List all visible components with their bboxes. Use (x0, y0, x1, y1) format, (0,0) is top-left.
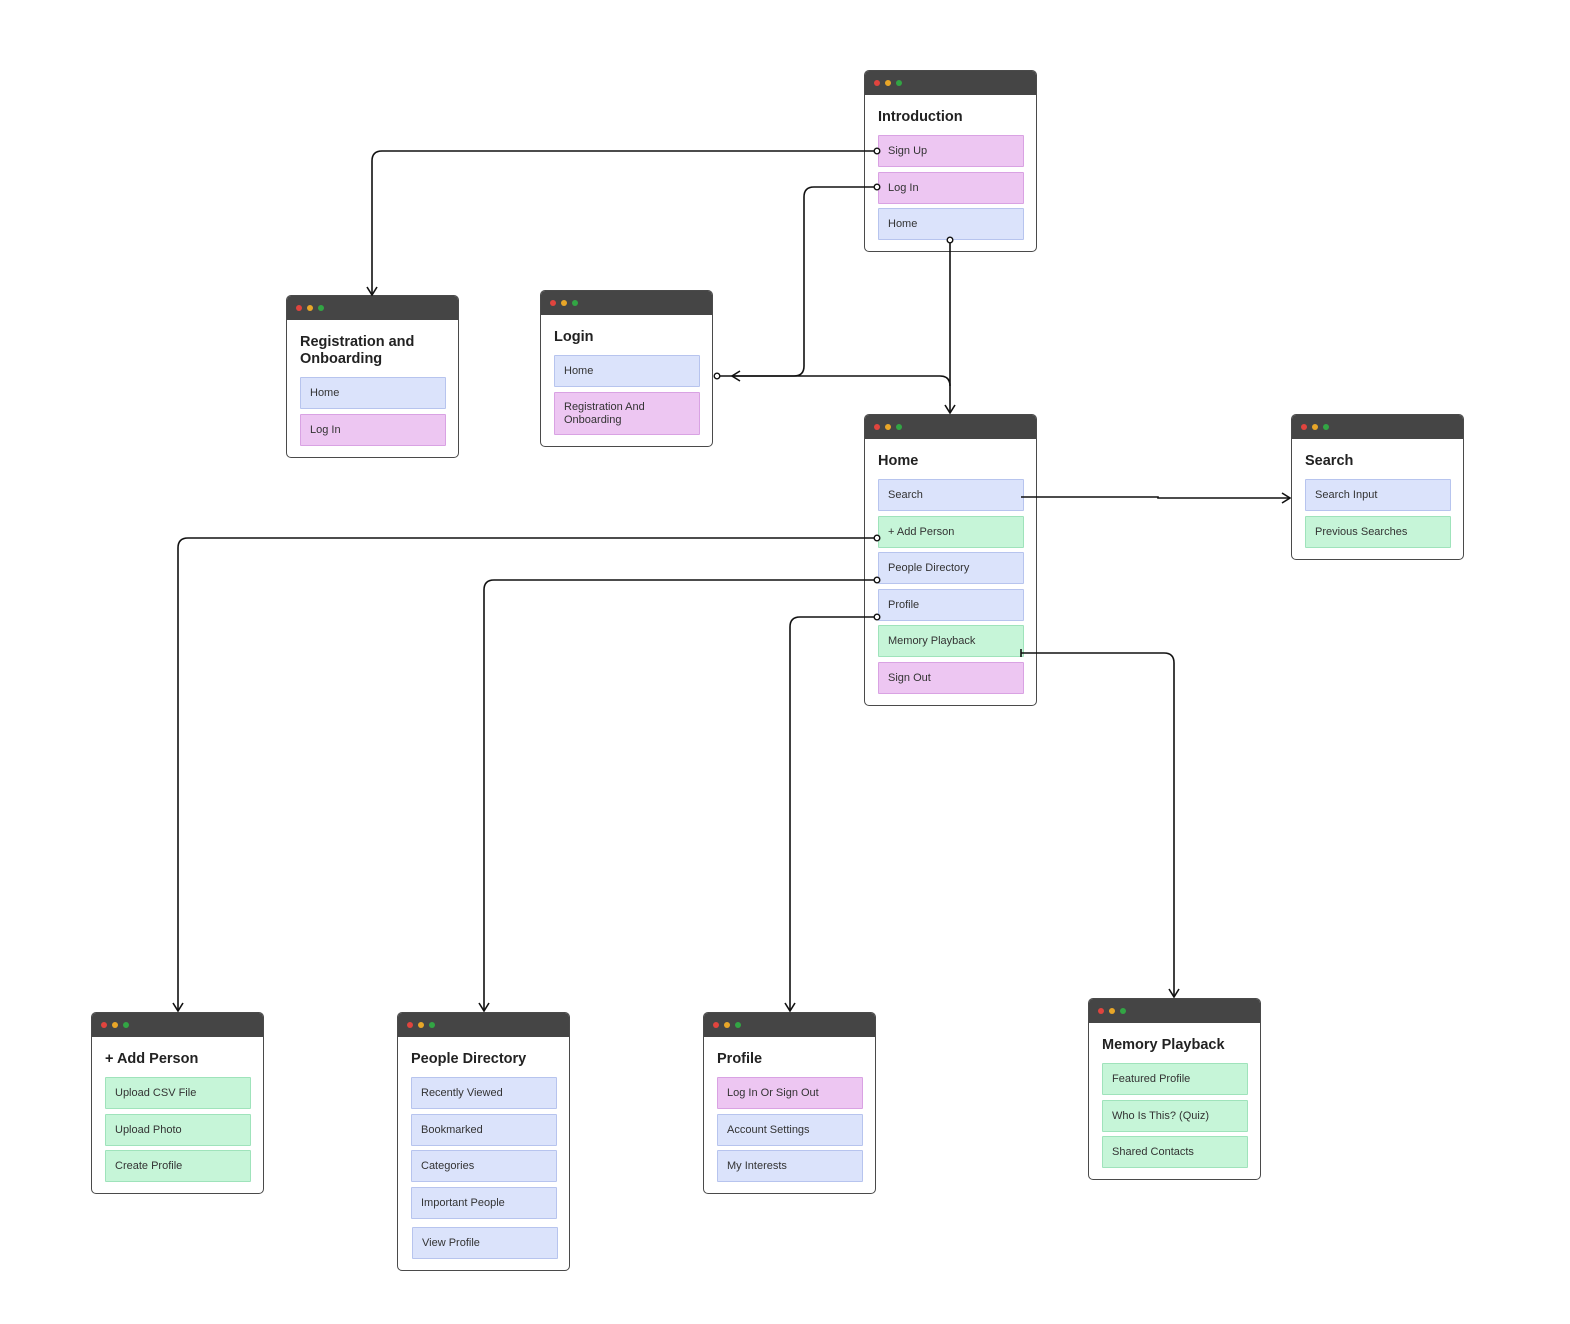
nav-item-log-in-or-sign-out[interactable]: Log In Or Sign Out (717, 1077, 863, 1109)
close-dot-icon (713, 1022, 719, 1028)
maximize-dot-icon (429, 1022, 435, 1028)
nav-item-home[interactable]: Home (554, 355, 700, 387)
minimize-dot-icon (307, 305, 313, 311)
nav-item-search-input[interactable]: Search Input (1305, 479, 1451, 511)
nav-item-previous-searches[interactable]: Previous Searches (1305, 515, 1451, 548)
window-titlebar (541, 291, 712, 315)
connector-memory-playback (1021, 652, 1180, 999)
nav-item-shared-contacts[interactable]: Shared Contacts (1102, 1136, 1248, 1168)
connector-signup-to-registration (366, 150, 877, 297)
connector-login-home-to-home (717, 375, 951, 387)
window-titlebar (704, 1013, 875, 1037)
nav-item-my-interests[interactable]: My Interests (717, 1150, 863, 1182)
nav-item-important-people[interactable]: Important People (411, 1186, 557, 1219)
screen-login: Login Home Registration And Onboarding (540, 290, 713, 447)
nav-item-sign-out[interactable]: Sign Out (878, 661, 1024, 694)
nav-item-memory-playback[interactable]: Memory Playback (878, 625, 1024, 657)
screen-title: Login (554, 329, 594, 345)
nav-item-sign-up[interactable]: Sign Up (878, 135, 1024, 167)
nav-item-add-person[interactable]: + Add Person (878, 515, 1024, 548)
minimize-dot-icon (561, 300, 567, 306)
screen-title: Search (1305, 453, 1354, 469)
screen-title: Memory Playback (1102, 1037, 1225, 1053)
screen-introduction: Introduction Sign Up Log In Home (864, 70, 1037, 252)
connector-login-to-login-screen (730, 186, 877, 382)
nav-item-who-is-this-quiz[interactable]: Who Is This? (Quiz) (1102, 1099, 1248, 1132)
screen-profile: Profile Log In Or Sign Out Account Setti… (703, 1012, 876, 1194)
nav-item-registration-onboarding[interactable]: Registration And Onboarding (554, 391, 700, 435)
maximize-dot-icon (896, 424, 902, 430)
close-dot-icon (1098, 1008, 1104, 1014)
window-titlebar (1089, 999, 1260, 1023)
maximize-dot-icon (1120, 1008, 1126, 1014)
maximize-dot-icon (572, 300, 578, 306)
close-dot-icon (296, 305, 302, 311)
nav-item-home[interactable]: Home (300, 377, 446, 409)
nav-item-categories[interactable]: Categories (411, 1150, 557, 1182)
close-dot-icon (550, 300, 556, 306)
close-dot-icon (874, 424, 880, 430)
nav-item-people-directory[interactable]: People Directory (878, 552, 1024, 584)
close-dot-icon (874, 80, 880, 86)
nav-item-log-in[interactable]: Log In (878, 171, 1024, 204)
screen-title: Registration and Onboarding (300, 334, 415, 367)
nav-item-account-settings[interactable]: Account Settings (717, 1113, 863, 1146)
screen-registration-onboarding: Registration and Onboarding Home Log In (286, 295, 459, 458)
maximize-dot-icon (318, 305, 324, 311)
minimize-dot-icon (724, 1022, 730, 1028)
nav-item-create-profile[interactable]: Create Profile (105, 1150, 251, 1182)
window-titlebar (1292, 415, 1463, 439)
nav-item-upload-csv[interactable]: Upload CSV File (105, 1077, 251, 1109)
close-dot-icon (1301, 424, 1307, 430)
nav-item-recently-viewed[interactable]: Recently Viewed (411, 1077, 557, 1109)
minimize-dot-icon (885, 80, 891, 86)
screen-search: Search Search Input Previous Searches (1291, 414, 1464, 560)
close-dot-icon (101, 1022, 107, 1028)
screen-title: Introduction (878, 109, 963, 125)
screen-title: + Add Person (105, 1051, 199, 1067)
screen-add-person: + Add Person Upload CSV File Upload Phot… (91, 1012, 264, 1194)
window-titlebar (92, 1013, 263, 1037)
connector-people-directory (478, 579, 877, 1013)
maximize-dot-icon (735, 1022, 741, 1028)
connector-add-person (172, 537, 877, 1013)
nav-item-view-profile[interactable]: View Profile (412, 1226, 558, 1259)
screen-memory-playback: Memory Playback Featured Profile Who Is … (1088, 998, 1261, 1180)
maximize-dot-icon (123, 1022, 129, 1028)
nav-item-log-in[interactable]: Log In (300, 413, 446, 446)
maximize-dot-icon (896, 80, 902, 86)
screen-title: Profile (717, 1051, 763, 1067)
nav-item-search[interactable]: Search (878, 479, 1024, 511)
nav-item-upload-photo[interactable]: Upload Photo (105, 1113, 251, 1146)
connector-port-icon (713, 372, 721, 380)
screen-title: Home (878, 453, 919, 469)
nav-item-bookmarked[interactable]: Bookmarked (411, 1113, 557, 1146)
nav-item-featured-profile[interactable]: Featured Profile (1102, 1063, 1248, 1095)
window-titlebar (865, 415, 1036, 439)
connector-search-to-search (1021, 492, 1292, 504)
screen-home: Home Search + Add Person People Director… (864, 414, 1037, 706)
screen-title: People Directory (411, 1051, 527, 1067)
window-titlebar (287, 296, 458, 320)
close-dot-icon (407, 1022, 413, 1028)
minimize-dot-icon (418, 1022, 424, 1028)
screen-people-directory: People Directory Recently Viewed Bookmar… (397, 1012, 570, 1271)
minimize-dot-icon (112, 1022, 118, 1028)
minimize-dot-icon (1312, 424, 1318, 430)
nav-item-profile[interactable]: Profile (878, 588, 1024, 621)
maximize-dot-icon (1323, 424, 1329, 430)
minimize-dot-icon (1109, 1008, 1115, 1014)
window-titlebar (865, 71, 1036, 95)
minimize-dot-icon (885, 424, 891, 430)
window-titlebar (398, 1013, 569, 1037)
nav-item-home[interactable]: Home (878, 208, 1024, 240)
